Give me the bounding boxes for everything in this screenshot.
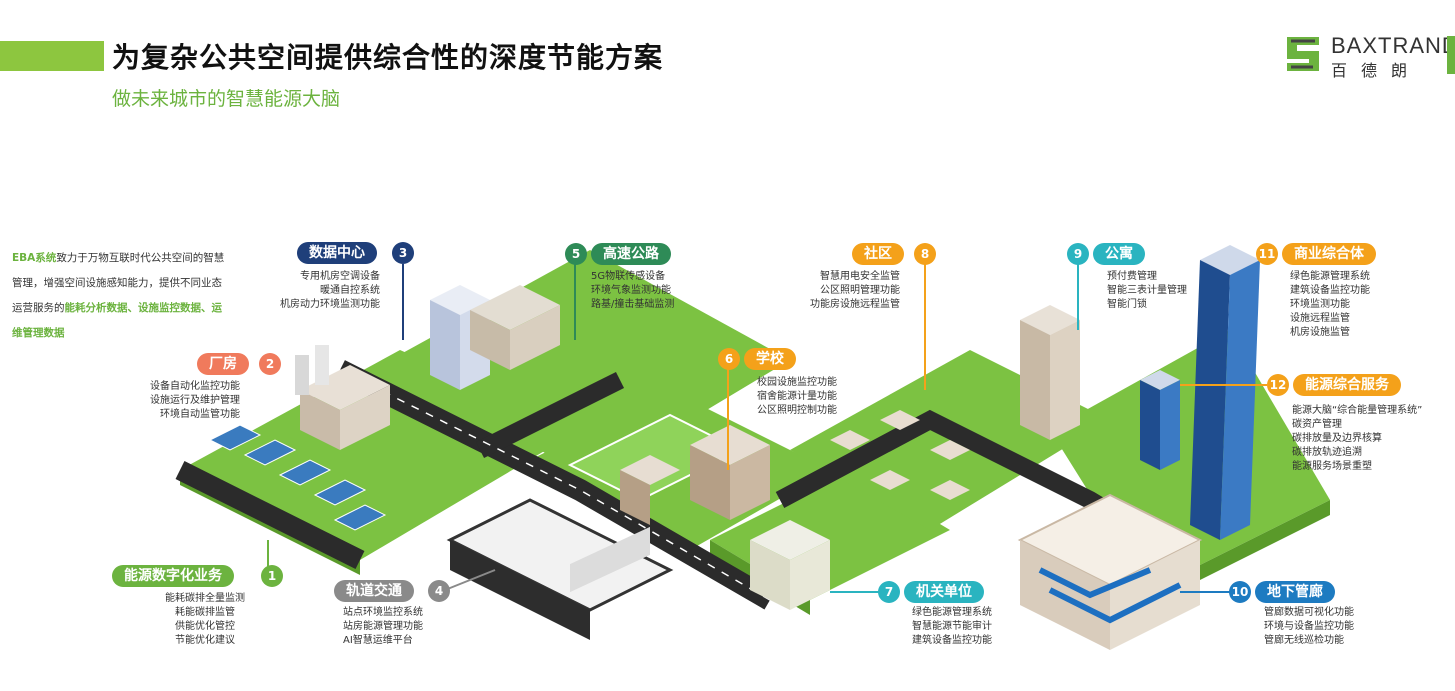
logo-mark-icon — [1283, 33, 1325, 75]
logo-chinese: 百德朗 — [1331, 61, 1422, 80]
badge-6: 6 — [718, 348, 740, 370]
label-utility-tunnel: 地下管廊 — [1255, 581, 1335, 603]
badge-1: 1 — [261, 565, 283, 587]
badge-9: 9 — [1067, 243, 1089, 265]
intro-text: EBA系统致力于万物互联时代公共空间的智慧管理，增强空间设施感知能力，提供不同业… — [12, 246, 232, 346]
list-energy-digital: 能耗碳排全量监测耗能碳排监管供能优化管控节能优化建议 — [165, 593, 245, 646]
list-commercial: 绿色能源管理系统建筑设备监控功能环境监测功能设施远程监管机房设施监管 — [1290, 271, 1370, 338]
list-utility-tunnel: 管廊数据可视化功能环境与设备监控功能管廊无线巡检功能 — [1264, 607, 1354, 646]
solar-panels — [208, 424, 387, 531]
badge-2: 2 — [259, 353, 281, 375]
data-center-building — [430, 285, 560, 390]
label-factory: 厂房 — [197, 353, 249, 375]
list-community: 智慧用电安全监管公区照明管理功能功能房设施远程监管 — [810, 271, 900, 310]
community-houses — [830, 410, 970, 500]
factory-building — [295, 345, 390, 450]
intro-body: 致力于万物互联时代公共空间的智慧管理，增强空间设施感知能力，提供不同业态运营服务… — [12, 252, 225, 314]
badge-5: 5 — [565, 243, 587, 265]
city-illustration — [175, 245, 1330, 650]
badge-8: 8 — [914, 243, 936, 265]
list-apartment: 预付费管理智能三表计量管理智能门锁 — [1107, 271, 1187, 310]
label-rail-transit: 轨道交通 — [334, 580, 414, 602]
list-energy-service: 能源大脑“综合能量管理系统”碳资产管理碳排放量及边界核算碳排放轨迹追溯能源服务场… — [1292, 405, 1423, 472]
government-building — [750, 520, 830, 610]
apartment-tower — [1020, 305, 1080, 440]
badge-4: 4 — [428, 580, 450, 602]
list-factory: 设备自动化监控功能设施运行及维护管理环境自动监管功能 — [150, 381, 240, 420]
label-apartment: 公寓 — [1093, 243, 1145, 265]
label-community: 社区 — [852, 243, 904, 265]
right-accent-bar — [1447, 36, 1455, 74]
list-highway: 5G物联传感设备环境气象监测功能路基/撞击基础监测 — [591, 271, 675, 310]
label-highway: 高速公路 — [591, 243, 671, 265]
road-main — [175, 461, 365, 569]
school-buildings — [567, 413, 770, 525]
intro-highlight: 能耗分析数据、设施监控数据、运维管理数据 — [12, 302, 222, 339]
title-accent-bar — [0, 41, 104, 71]
page-title: 为复杂公共空间提供综合性的深度节能方案 — [112, 41, 664, 74]
commercial-tower — [1140, 245, 1260, 540]
page-subtitle: 做未来城市的智慧能源大脑 — [112, 88, 341, 110]
badge-10: 10 — [1229, 581, 1251, 603]
list-government: 绿色能源管理系统智慧能源节能审计建筑设备监控功能 — [912, 607, 992, 646]
badge-3: 3 — [392, 242, 414, 264]
label-school: 学校 — [744, 348, 796, 370]
badge-11: 11 — [1256, 243, 1278, 265]
badge-7: 7 — [878, 581, 900, 603]
badge-12: 12 — [1267, 374, 1289, 396]
list-data-center: 专用机房空调设备暖通自控系统机房动力环境监测功能 — [280, 271, 380, 310]
label-data-center: 数据中心 — [297, 242, 377, 264]
brand-logo: BAXTRAND 百德朗 — [1283, 33, 1455, 80]
list-school: 校园设施监控功能宿舍能源计量功能公区照明控制功能 — [757, 377, 837, 416]
utility-tunnel — [1017, 493, 1203, 650]
label-commercial: 商业综合体 — [1282, 243, 1376, 265]
label-energy-digital: 能源数字化业务 — [112, 565, 234, 587]
logo-english: BAXTRAND — [1331, 33, 1455, 58]
metro-station — [446, 498, 674, 640]
label-government: 机关单位 — [904, 581, 984, 603]
intro-system-name: EBA系统 — [12, 252, 57, 264]
label-energy-service: 能源综合服务 — [1293, 374, 1401, 396]
